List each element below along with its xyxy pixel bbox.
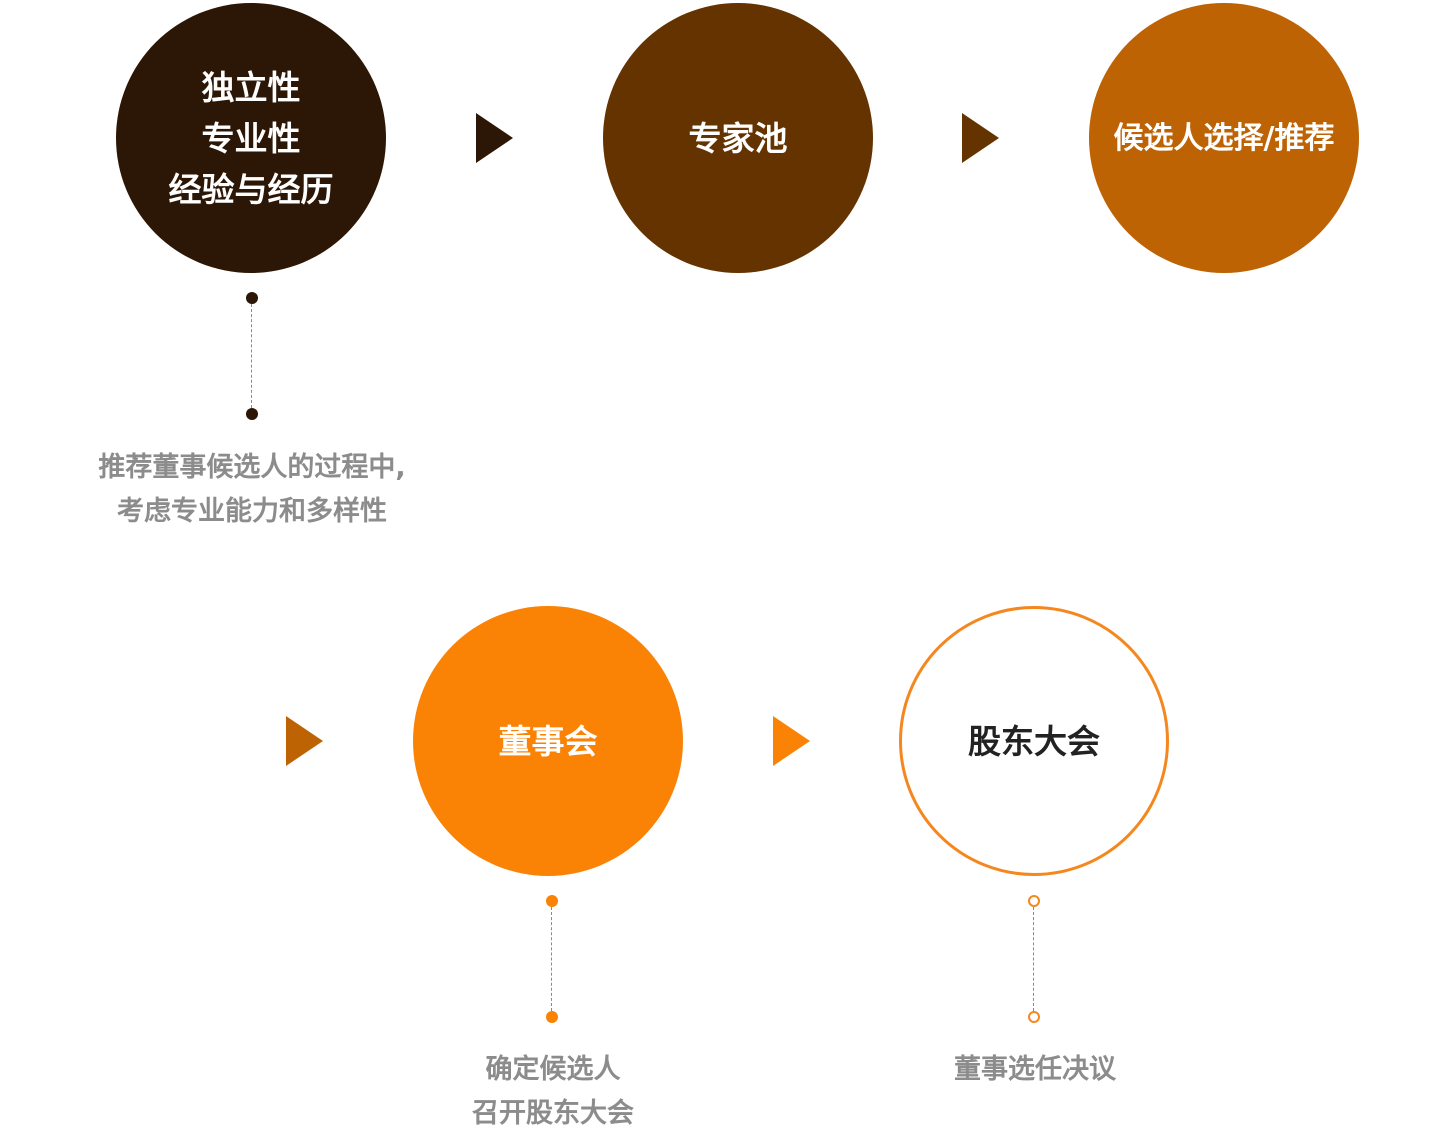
note-criteria-line-2: 考虑专业能力和多样性 [117, 496, 387, 527]
connector-dot-bottom [1028, 1011, 1040, 1023]
note-criteria: 推荐董事候选人的过程中, 考虑专业能力和多样性 [40, 446, 464, 534]
connector-dot-top [1028, 895, 1040, 907]
note-board-line-1: 确定候选人 [485, 1054, 621, 1085]
arrow-right-icon [476, 113, 513, 163]
step-candidate-selection-label: 候选人选择/推荐 [1113, 120, 1335, 156]
connector-dot-bottom [546, 1011, 558, 1023]
step-circle-shareholders-meeting: 股东大会 [899, 606, 1169, 876]
step-criteria-line-1: 独立性 [201, 67, 301, 107]
connector-dot-top [246, 292, 258, 304]
connector-dashed-line [251, 304, 252, 408]
arrow-right-icon [773, 716, 810, 766]
step-criteria-line-2: 专业性 [201, 118, 301, 158]
step-circle-candidate-selection: 候选人选择/推荐 [1089, 3, 1359, 273]
note-criteria-line-1: 推荐董事候选人的过程中, [98, 452, 406, 483]
step-circle-expert-pool: 专家池 [603, 3, 873, 273]
step-circle-board: 董事会 [413, 606, 683, 876]
step-shareholders-meeting-label: 股东大会 [968, 721, 1100, 761]
connector-dot-bottom [246, 408, 258, 420]
step-board-label: 董事会 [498, 721, 598, 761]
note-shareholders-line-1: 董事选任决议 [954, 1054, 1116, 1085]
step-circle-criteria: 独立性 专业性 经验与经历 [116, 3, 386, 273]
connector-dot-top [546, 895, 558, 907]
connector-dashed-line [551, 907, 552, 1011]
step-criteria-line-3: 经验与经历 [168, 169, 334, 209]
note-shareholders: 董事选任决议 [870, 1048, 1200, 1092]
note-board-line-2: 召开股东大会 [472, 1098, 634, 1129]
connector-dashed-line [1033, 907, 1034, 1011]
note-board: 确定候选人 召开股东大会 [390, 1048, 716, 1136]
arrow-right-icon [286, 716, 323, 766]
step-expert-pool-label: 专家池 [688, 118, 788, 158]
arrow-right-icon [962, 113, 999, 163]
